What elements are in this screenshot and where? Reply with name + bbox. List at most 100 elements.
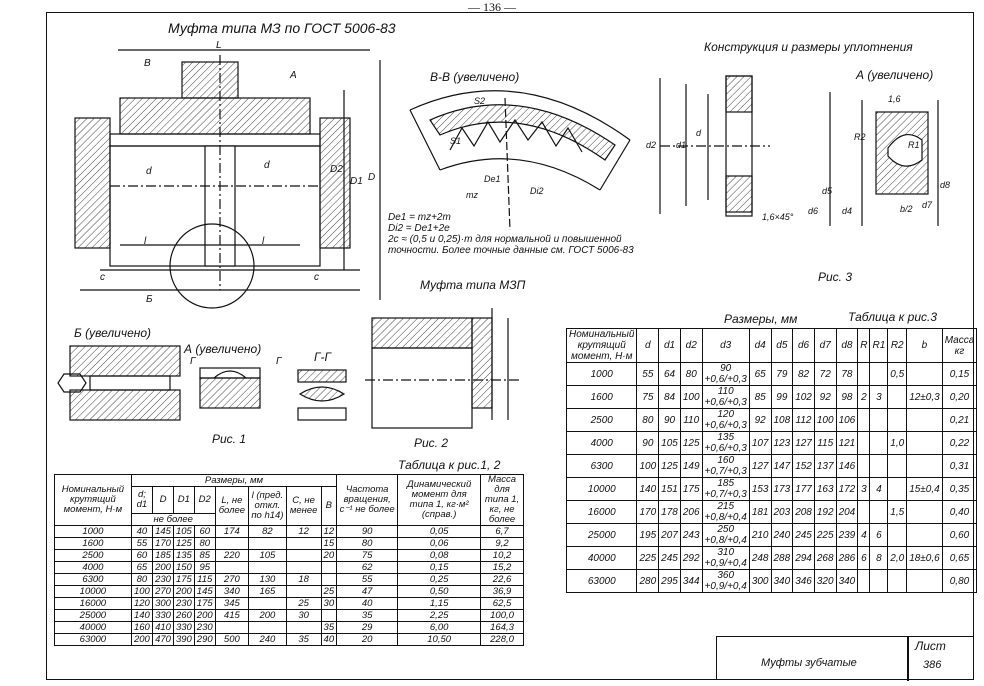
table-cell: 0,25 — [397, 573, 482, 586]
table-cell: 330 — [152, 609, 174, 622]
table-cell: 1000 — [565, 362, 638, 386]
table-cell: 90 — [658, 408, 681, 432]
section-bb-label: В-В (увеличено) — [430, 70, 520, 84]
table-cell: 78 — [835, 362, 859, 386]
table-cell: 250 +0,8/+0,4 — [701, 523, 750, 547]
table-cell: 63000 — [565, 569, 638, 593]
table-cell — [285, 561, 322, 574]
title-block: Муфты зубчатые Лист 386 — [716, 636, 974, 681]
table-cell: 149 — [679, 454, 703, 478]
main-title: Муфта типа МЗ по ГОСТ 5006-83 — [168, 20, 396, 36]
table-cell: 240 — [248, 633, 287, 646]
col-torque: Номинальный крутящий момент, Н·м — [54, 474, 132, 526]
table-cell: 0,22 — [941, 431, 978, 455]
table-cell: 1000 — [54, 525, 132, 538]
table-header: R2 — [887, 328, 908, 363]
dim-d-right: d — [264, 160, 270, 171]
table-cell: 164,3 — [480, 621, 524, 634]
dim-d-seal: d — [696, 128, 702, 138]
table-cell: 95 — [193, 561, 216, 574]
table-cell: 160 +0,7/+0,3 — [701, 454, 750, 478]
table-cell — [285, 621, 322, 634]
dim-mz: mz — [466, 190, 478, 200]
table-cell: 1600 — [54, 537, 132, 550]
table-cell — [869, 362, 889, 386]
table-cell: 127 — [748, 454, 772, 478]
table-cell — [869, 431, 889, 455]
table-cell: 6300 — [565, 454, 638, 478]
table-cell — [906, 362, 943, 386]
table-cell: 22,6 — [480, 573, 524, 586]
table-cell — [857, 408, 871, 432]
table-cell: 18±0,6 — [906, 546, 943, 570]
table-cell: 345 — [214, 597, 250, 610]
table-cell: 108 — [770, 408, 794, 432]
table-cell — [887, 477, 908, 501]
dim-Di2: Di2 — [530, 186, 544, 196]
table-cell: 0,06 — [397, 537, 482, 550]
gear-formula-notes: De1 = mz+2m Di2 = De1+2e 2c ≈ (0,5 и 0,2… — [388, 212, 648, 256]
table-header: d7 — [813, 328, 837, 363]
table-header: R1 — [869, 328, 889, 363]
table-header: R — [857, 328, 871, 363]
table-cell: 90 — [336, 525, 399, 538]
table-cell: 340 — [214, 585, 250, 598]
table-cell: 12±0,3 — [906, 385, 943, 409]
table-cell: 90 — [636, 431, 660, 455]
table-cell: 2,0 — [887, 546, 908, 570]
table-cell: 55 — [130, 537, 154, 550]
table-cell — [285, 585, 322, 598]
table-cell: 16000 — [54, 597, 132, 610]
table-cell: 230 — [172, 597, 195, 610]
table-cell: 107 — [748, 431, 772, 455]
table-cell: 80 — [636, 408, 660, 432]
table-cell: 0,5 — [887, 362, 908, 386]
table-cell: 25 — [320, 585, 338, 598]
table-cell: 410 — [152, 621, 174, 634]
table-cell: 210 — [748, 523, 772, 547]
table-cell: 0,05 — [397, 525, 482, 538]
table-header: d2 — [679, 328, 703, 363]
table-cell: 25000 — [54, 609, 132, 622]
table-cell: 200 — [152, 561, 174, 574]
table-cell: 106 — [835, 408, 859, 432]
table-cell: 115 — [813, 431, 837, 455]
dim-L: L — [216, 40, 222, 51]
table-cell: 121 — [835, 431, 859, 455]
table-cell: 40 — [130, 525, 154, 538]
table-cell: 245 — [792, 523, 815, 547]
table-cell: 82 — [248, 525, 287, 538]
table-cell: 0,80 — [941, 569, 978, 593]
table-cell — [906, 408, 943, 432]
table-cell: 248 — [748, 546, 772, 570]
table-header: d — [636, 328, 660, 363]
table3-sizes-label: Размеры, мм — [724, 312, 798, 326]
table-cell: 203 — [770, 500, 794, 524]
table-cell: 0,15 — [397, 561, 482, 574]
table-cell: 175 — [172, 573, 195, 586]
table-cell — [248, 621, 287, 634]
table-cell: 344 — [679, 569, 703, 593]
table-cell: 185 — [152, 549, 174, 562]
table-cell: 40000 — [565, 546, 638, 570]
table-cell: 47 — [336, 585, 399, 598]
table-cell: 300 — [748, 569, 772, 593]
table-cell: 105 — [248, 549, 287, 562]
table-cell: 195 — [636, 523, 660, 547]
table-cell: 4000 — [565, 431, 638, 455]
table-cell: 207 — [658, 523, 681, 547]
dim-d-left: d — [146, 166, 152, 177]
table-cell — [857, 454, 871, 478]
table-cell: 72 — [813, 362, 837, 386]
table-cell — [857, 500, 871, 524]
table-cell: 80 — [193, 537, 216, 550]
table-cell — [887, 569, 908, 593]
table-cell: 65 — [748, 362, 772, 386]
table-cell: 151 — [658, 477, 681, 501]
table-cell: 35 — [320, 621, 338, 634]
table-cell — [906, 569, 943, 593]
table-cell — [285, 537, 322, 550]
table-cell: 40 — [320, 633, 338, 646]
